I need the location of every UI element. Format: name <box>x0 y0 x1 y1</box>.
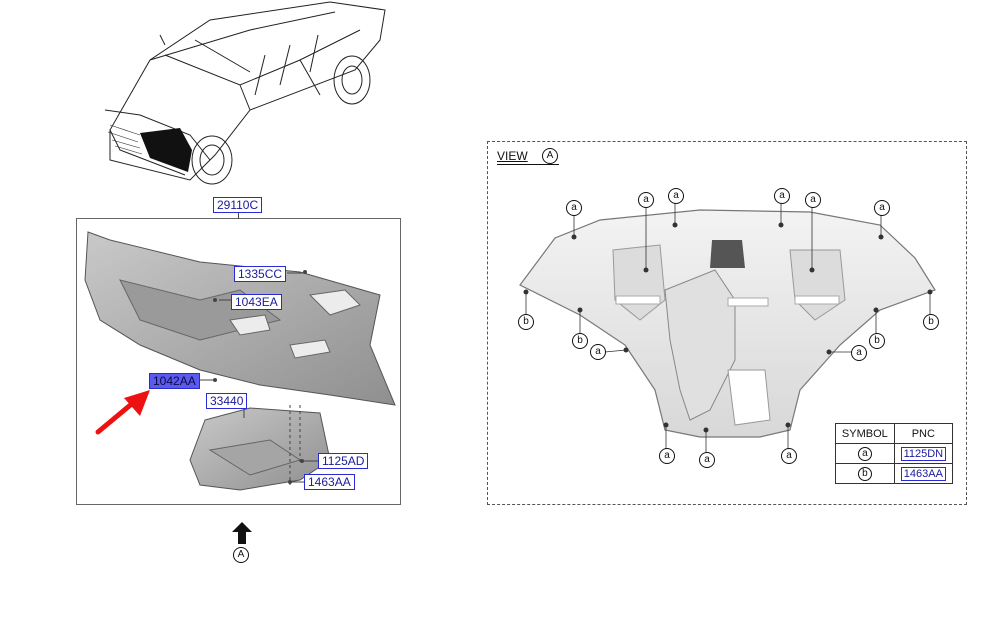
callout-a: a <box>590 344 606 360</box>
callout-a: a <box>659 448 675 464</box>
pnc-1463AA[interactable]: 1463AA <box>304 474 355 490</box>
view-title-underline <box>497 164 559 165</box>
callout-a: a <box>874 200 890 216</box>
pnc-1335CC[interactable]: 1335CC <box>234 266 287 282</box>
callout-a: a <box>638 192 654 208</box>
view-marker-circle: A <box>233 547 249 563</box>
pnc-1042AA[interactable]: 1042AA <box>149 373 200 389</box>
pnc-33440[interactable]: 33440 <box>206 393 248 409</box>
callout-b: b <box>869 333 885 349</box>
callout-a: a <box>699 452 715 468</box>
view-title: VIEW <box>497 149 528 163</box>
callout-a: a <box>805 192 821 208</box>
under-cover-bottom-view <box>519 202 936 453</box>
pnc-cell: 1463AA <box>893 463 954 484</box>
view-title-letter: A <box>542 148 558 164</box>
view-a-panel <box>487 141 967 505</box>
table-row: b 1463AA <box>835 463 954 484</box>
pnc-1125AD[interactable]: 1125AD <box>318 453 369 469</box>
symbol-header: SYMBOL <box>835 423 895 444</box>
symbol-cell: a <box>835 443 895 464</box>
view-direction-arrow-icon <box>232 522 252 544</box>
pnc-cell: 1125DN <box>893 443 954 464</box>
symbol-cell: b <box>835 463 895 484</box>
vehicle-illustration <box>104 1 386 185</box>
symbol-table-header: SYMBOL PNC <box>835 423 954 444</box>
callout-b: b <box>518 314 534 330</box>
pnc-1463AA-table[interactable]: 1463AA <box>900 466 946 481</box>
symbol-table: SYMBOL PNC a 1125DN b 1463AA <box>835 423 954 484</box>
view-title-text: VIEW <box>497 149 528 163</box>
callout-a: a <box>668 188 684 204</box>
symbol-circle: a <box>857 446 872 461</box>
table-row: a 1125DN <box>835 443 954 464</box>
callout-a: a <box>566 200 582 216</box>
pnc-1125DN[interactable]: 1125DN <box>900 446 947 461</box>
leader-line <box>238 211 239 219</box>
pnc-header: PNC <box>893 423 954 444</box>
pnc-29110C[interactable]: 29110C <box>213 197 263 213</box>
pnc-1043EA[interactable]: 1043EA <box>231 294 282 310</box>
callout-a: a <box>774 188 790 204</box>
callout-a: a <box>781 448 797 464</box>
callout-b: b <box>572 333 588 349</box>
callout-a: a <box>851 345 867 361</box>
callout-b: b <box>923 314 939 330</box>
red-arrow-icon <box>95 390 150 435</box>
symbol-circle: b <box>857 466 872 481</box>
